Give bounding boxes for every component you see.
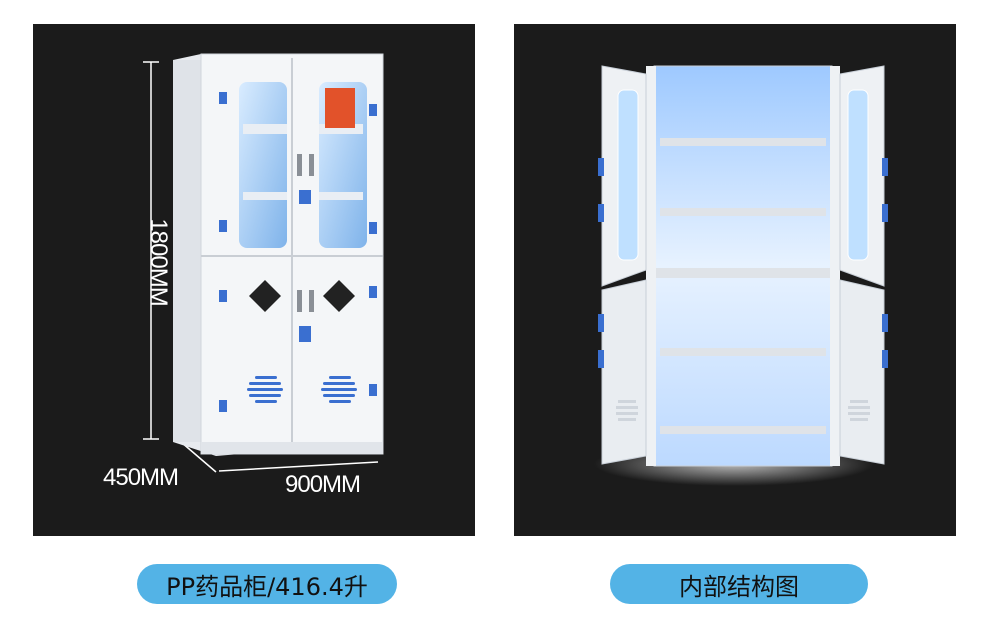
height-dimension-label: 1800MM [145,218,172,306]
product-photo-panel: 1800MM 450MM 900MM [33,24,475,536]
cabinet-illustration [143,53,384,473]
depth-dimension-label: 450MM [103,464,179,491]
interior-photo-panel [514,24,956,536]
width-dim-line [218,461,379,472]
product-caption-pill: PP药品柜/416.4升 [137,564,397,604]
width-dimension-label: 900MM [285,471,361,498]
depth-dim-line [180,441,217,473]
interior-caption-pill: 内部结构图 [610,564,868,604]
open-cabinet-illustration [594,65,888,486]
